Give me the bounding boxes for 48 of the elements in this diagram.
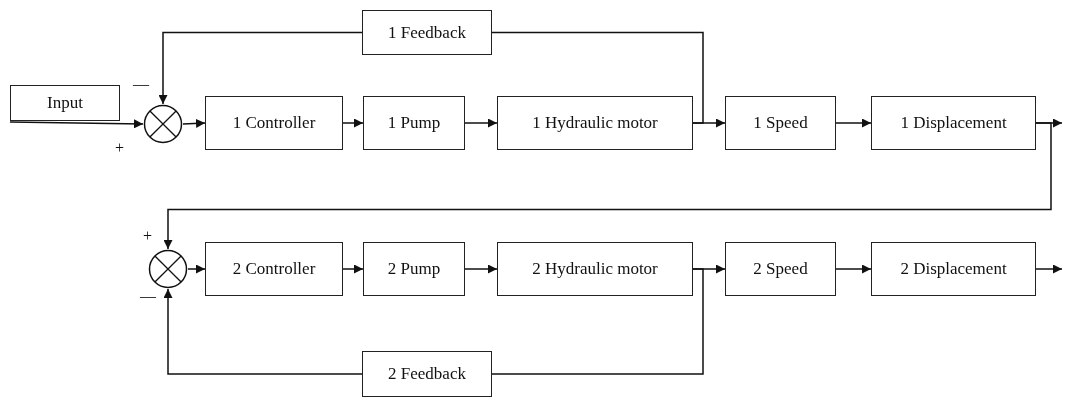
- arrow: [835, 264, 872, 274]
- summing-junction: [143, 104, 183, 144]
- block-box: [363, 96, 465, 150]
- block-box: [205, 96, 343, 150]
- arrow: [342, 118, 364, 128]
- block-box: [497, 242, 693, 296]
- sign-label: —: [133, 76, 149, 92]
- block-label: 2 Hydraulic motor: [532, 259, 658, 279]
- block-box: [205, 242, 343, 296]
- block-box: [497, 96, 693, 150]
- arrow: [182, 118, 206, 128]
- block-label: 1 Feedback: [388, 22, 466, 43]
- connector-line: [491, 268, 704, 375]
- sign-label: —: [140, 288, 156, 304]
- block-box: [363, 242, 465, 296]
- input-box: [10, 85, 120, 121]
- block-label: 1 Controller: [232, 113, 316, 133]
- block-label: 1 Hydraulic motor: [532, 113, 658, 133]
- arrow: [464, 264, 498, 274]
- block-label: 1 Speed: [753, 113, 808, 133]
- block-box: [725, 96, 836, 150]
- arrow: [1035, 118, 1063, 128]
- arrow: [464, 118, 498, 128]
- arrow: [9, 119, 144, 129]
- arrow: [342, 264, 364, 274]
- connector-line: [491, 31, 704, 124]
- sign-label: +: [143, 228, 153, 244]
- arrow: [835, 118, 872, 128]
- block-label: 2 Speed: [753, 259, 808, 279]
- block-box: [871, 96, 1036, 150]
- block-label: 2 Controller: [232, 259, 316, 279]
- block-label: 1 Pump: [387, 113, 441, 133]
- block-label: 2 Pump: [387, 259, 441, 279]
- arrow: [163, 288, 363, 375]
- block-label: Input: [47, 93, 83, 113]
- summing-junction: [148, 249, 188, 289]
- feedback-box: [362, 10, 492, 55]
- block-label: 2 Displacement: [900, 259, 1007, 279]
- sign-label: +: [115, 140, 125, 156]
- arrow: [163, 122, 1052, 250]
- arrow: [158, 31, 363, 105]
- block-label: 2 Feedback: [388, 364, 466, 384]
- arrow: [1035, 264, 1063, 274]
- arrow: [187, 264, 206, 274]
- block-box: [871, 242, 1036, 296]
- block-box: [725, 242, 836, 296]
- feedback-box: [362, 351, 492, 397]
- block-label: 1 Displacement: [900, 113, 1007, 133]
